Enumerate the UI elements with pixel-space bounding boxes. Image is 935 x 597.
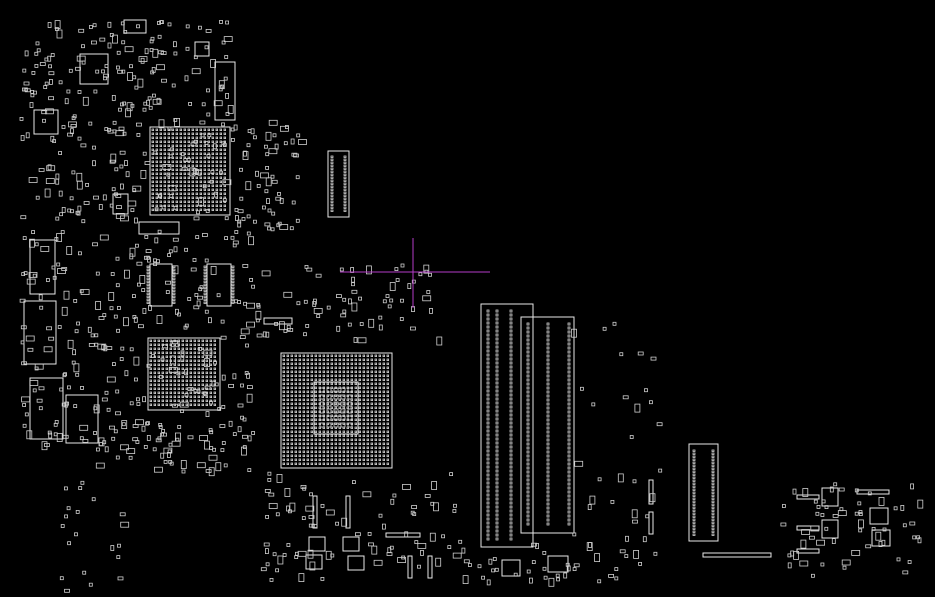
connector-top-left[interactable] [214,61,236,121]
bottom-center-components[interactable] [138,221,654,579]
small-components [19,19,924,593]
ic-pair-left[interactable] [146,263,235,307]
connector-top-center[interactable] [327,150,350,218]
left-edge-components[interactable] [23,19,210,444]
bga-chip-top[interactable] [149,126,231,216]
bottom-right-components[interactable] [702,487,891,558]
cpu-socket[interactable] [280,352,393,469]
connector-right[interactable] [688,443,719,542]
crosshair-cursor [340,238,490,308]
memory-slot-2[interactable] [520,316,575,534]
memory-slot-1[interactable] [480,303,534,548]
bga-chip-middle[interactable] [147,337,221,411]
